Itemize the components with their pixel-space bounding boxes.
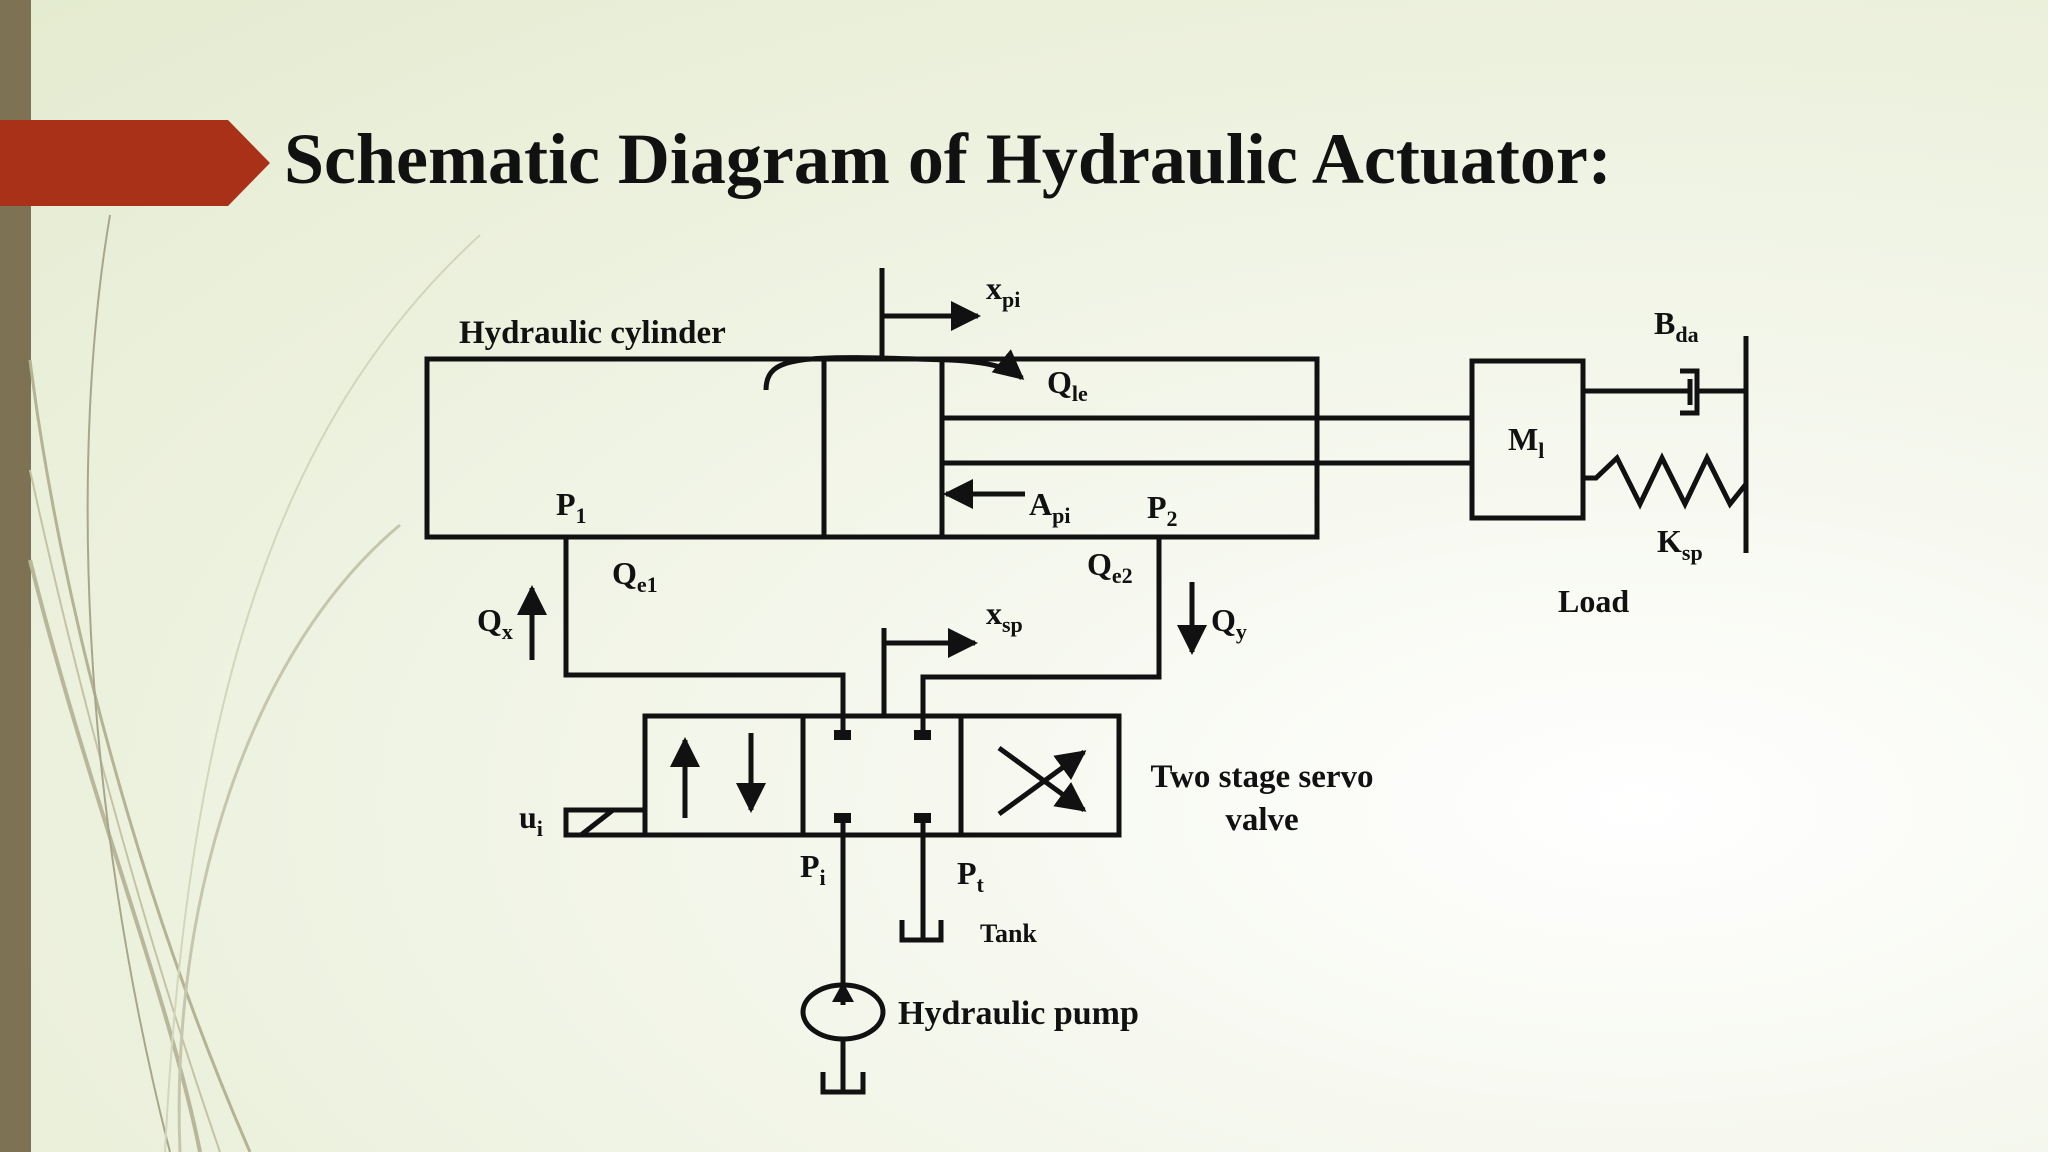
line-chamber2-to-valve [920, 537, 1162, 738]
label-a-pi: Api [1029, 486, 1070, 528]
pump-direction-triangle [832, 982, 854, 1002]
valve-port-mark-2 [914, 730, 931, 740]
label-q-le: Qle [1047, 364, 1088, 406]
label-q-x: Qx [477, 602, 513, 644]
label-k-sp: Ksp [1657, 523, 1703, 565]
leakage-flow-arrow [763, 349, 1025, 391]
line-chamber1-to-valve [563, 537, 846, 738]
label-hydraulic-pump: Hydraulic pump [898, 995, 1139, 1032]
label-hydraulic-cylinder: Hydraulic cylinder [459, 315, 726, 351]
load-mass [1469, 358, 1586, 521]
label-b-da: Bda [1654, 305, 1699, 347]
label-u-i: ui [519, 799, 543, 841]
label-p1: P1 [556, 486, 587, 528]
tank-symbol [899, 920, 944, 943]
valve-cross-arrow-1 [997, 745, 1087, 813]
label-p-i: Pi [800, 848, 826, 890]
label-load: Load [1558, 583, 1629, 619]
title-arrow-marker [0, 120, 270, 206]
valve-cross-arrow-2 [997, 749, 1087, 817]
valve-port-mark-4 [914, 813, 931, 823]
piston [821, 356, 945, 540]
spring [1583, 452, 1748, 510]
label-q-y: Qy [1211, 602, 1247, 644]
pump-reservoir-symbol [820, 1072, 866, 1095]
label-servo-valve-line2: valve [1225, 802, 1298, 838]
servo-valve-body [642, 713, 1122, 838]
label-x-sp: xsp [986, 595, 1023, 637]
valve-port-mark-3 [834, 813, 851, 823]
label-p-t: Pt [957, 855, 985, 897]
label-servo-valve-line1: Two stage servo [1150, 759, 1373, 795]
label-m-l: Ml [1508, 421, 1544, 463]
label-tank: Tank [980, 919, 1037, 948]
valve-actuator-input [563, 807, 645, 838]
valve-port-mark-1 [834, 730, 851, 740]
label-q-e1: Qe1 [612, 555, 658, 597]
label-x-pi: xpi [986, 270, 1020, 312]
label-p2: P2 [1147, 489, 1178, 531]
slide-title: Schematic Diagram of Hydraulic Actuator: [284, 119, 1612, 199]
label-q-e2: Qe2 [1087, 546, 1133, 588]
